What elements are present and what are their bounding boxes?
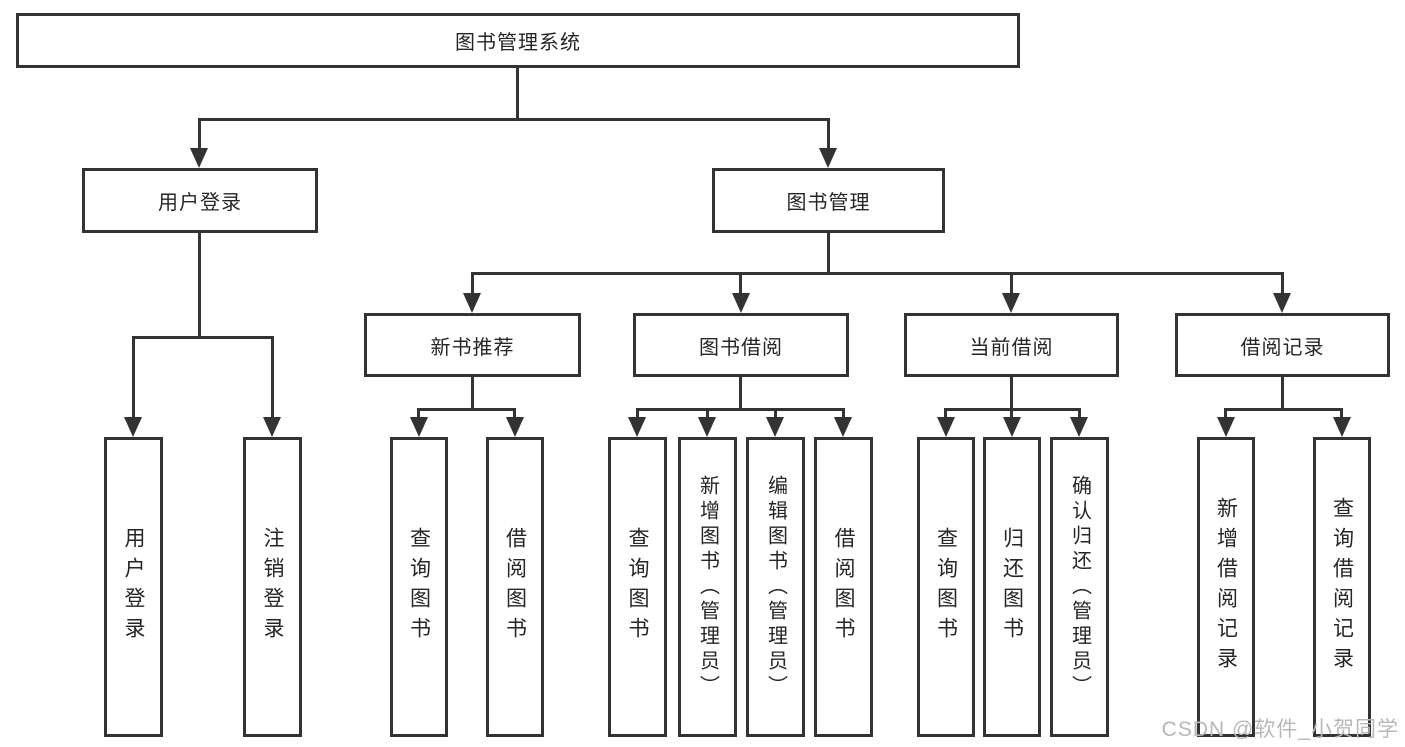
leaf-cb-return-books-label: 归还图书	[1000, 527, 1024, 647]
leaf-cb-query-books: 查询图书	[917, 437, 975, 737]
arrowhead-nbr-borrow	[506, 417, 524, 437]
arrowhead-cb-query	[937, 417, 955, 437]
leaf-bb-query-books: 查询图书	[608, 437, 667, 737]
arrowhead-book-management	[819, 148, 837, 168]
connector-nbr-hline	[417, 408, 516, 411]
node-user-login: 用户登录	[82, 168, 318, 233]
node-borrow-records-label: 借阅记录	[1240, 336, 1325, 359]
arrowhead-cb-return	[1003, 417, 1021, 437]
leaf-logout-label: 注销登录	[261, 527, 284, 647]
connector-br-hline	[1224, 408, 1343, 411]
leaf-nbr-borrow-books-label: 借阅图书	[503, 527, 527, 647]
connector-cb-trunk	[1010, 376, 1013, 408]
arrowhead-current-borrow	[1002, 293, 1020, 313]
arrowhead-nbr-query	[410, 417, 428, 437]
arrowhead-bb-add	[698, 417, 716, 437]
node-library-system-label: 图书管理系统	[455, 32, 581, 54]
connector-level3-hline	[471, 272, 1284, 275]
arrowhead-borrow-records	[1273, 293, 1291, 313]
node-borrow-records: 借阅记录	[1175, 313, 1390, 377]
leaf-bb-add-books-admin-label: 新增图书（管理员）	[696, 474, 719, 700]
node-new-book-recommend: 新书推荐	[364, 313, 581, 377]
leaf-br-query-record: 查询借阅记录	[1313, 437, 1371, 737]
leaf-cb-confirm-return-admin: 确认归还（管理员）	[1050, 437, 1109, 737]
connector-stub-br-query	[1340, 408, 1343, 419]
leaf-logout: 注销登录	[243, 437, 302, 737]
leaf-nbr-query-books-label: 查询图书	[407, 527, 431, 647]
leaf-bb-query-books-label: 查询图书	[626, 527, 649, 647]
connector-stub-current-borrow	[1010, 272, 1013, 294]
arrowhead-user-login	[190, 148, 208, 168]
node-current-borrow: 当前借阅	[904, 313, 1119, 377]
connector-stub-bb-borrow	[842, 408, 845, 419]
connector-stub-cb-query	[944, 408, 947, 419]
arrowhead-br-add	[1217, 417, 1235, 437]
connector-stub-nbr-borrow	[513, 408, 516, 419]
arrowhead-leaf-login	[124, 417, 142, 437]
connector-stub-leaf-login	[132, 336, 135, 418]
connector-stub-leaf-logout	[271, 336, 274, 418]
arrowhead-cb-confirm	[1070, 417, 1088, 437]
connector-book-management-trunk	[827, 232, 830, 272]
connector-bb-hline	[636, 408, 845, 411]
leaf-cb-return-books: 归还图书	[983, 437, 1041, 737]
leaf-bb-add-books-admin: 新增图书（管理员）	[678, 437, 737, 737]
connector-user-login-hline	[132, 336, 274, 339]
arrowhead-bb-borrow	[834, 417, 852, 437]
arrowhead-bb-query	[628, 417, 646, 437]
leaf-cb-query-books-label: 查询图书	[934, 527, 958, 647]
connector-stub-bb-edit	[774, 408, 777, 419]
connector-stub-borrow-records	[1281, 272, 1284, 294]
leaf-br-add-record-label: 新增借阅记录	[1214, 497, 1238, 677]
leaf-user-login-label: 用户登录	[122, 527, 145, 647]
connector-root-trunk	[516, 67, 519, 118]
arrowhead-new-book	[463, 293, 481, 313]
csdn-watermark: CSDN @软件_小贺同学	[1161, 718, 1399, 741]
node-library-system: 图书管理系统	[16, 13, 1020, 68]
node-book-management: 图书管理	[712, 168, 945, 233]
connector-stub-user-login	[198, 118, 201, 149]
node-current-borrow-label: 当前借阅	[969, 336, 1054, 359]
connector-level2-hline	[198, 118, 830, 121]
leaf-br-query-record-label: 查询借阅记录	[1330, 497, 1354, 677]
arrowhead-br-query	[1333, 417, 1351, 437]
arrowhead-bb-edit	[766, 417, 784, 437]
arrowhead-leaf-logout	[263, 417, 281, 437]
leaf-bb-edit-books-admin-label: 编辑图书（管理员）	[764, 474, 787, 700]
connector-stub-book-borrow	[739, 272, 742, 294]
connector-nbr-trunk	[471, 376, 474, 408]
leaf-bb-borrow-books-label: 借阅图书	[832, 527, 855, 647]
leaf-nbr-query-books: 查询图书	[390, 437, 448, 737]
connector-stub-bb-add	[706, 408, 709, 419]
arrowhead-book-borrow	[732, 293, 750, 313]
connector-stub-bb-query	[636, 408, 639, 419]
node-new-book-recommend-label: 新书推荐	[430, 336, 515, 359]
connector-stub-book-management	[827, 118, 830, 149]
connector-stub-br-add	[1224, 408, 1227, 419]
connector-bb-trunk	[739, 376, 742, 408]
node-user-login-label: 用户登录	[158, 192, 242, 214]
leaf-user-login: 用户登录	[104, 437, 163, 737]
connector-stub-cb-return	[1010, 408, 1013, 419]
node-book-management-label: 图书管理	[786, 192, 871, 214]
node-book-borrow-label: 图书借阅	[699, 336, 783, 359]
leaf-bb-borrow-books: 借阅图书	[814, 437, 873, 737]
node-book-borrow: 图书借阅	[633, 313, 849, 377]
leaf-bb-edit-books-admin: 编辑图书（管理员）	[746, 437, 805, 737]
leaf-cb-confirm-return-admin-label: 确认归还（管理员）	[1068, 474, 1091, 700]
connector-user-login-trunk	[198, 232, 201, 336]
connector-br-trunk	[1281, 376, 1284, 408]
leaf-nbr-borrow-books: 借阅图书	[486, 437, 544, 737]
connector-stub-cb-confirm	[1078, 408, 1081, 419]
connector-stub-new-book	[471, 272, 474, 294]
leaf-br-add-record: 新增借阅记录	[1197, 437, 1255, 737]
connector-stub-nbr-query	[417, 408, 420, 419]
